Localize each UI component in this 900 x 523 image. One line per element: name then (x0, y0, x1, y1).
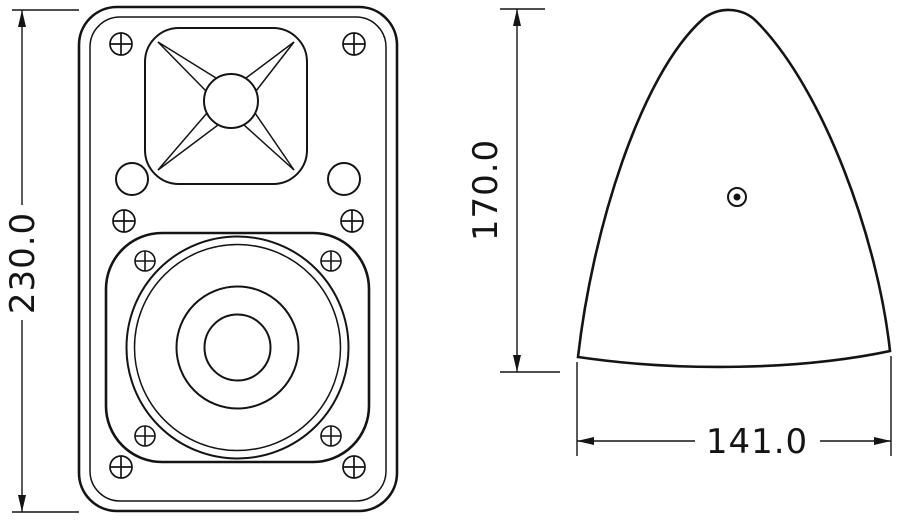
side-height-label: 170.0 (466, 139, 506, 241)
screw-icon (112, 209, 136, 233)
cabinet-outer-edge (77, 5, 399, 513)
screw-icon (342, 32, 366, 56)
port-hole-left (115, 162, 149, 196)
port-hole-right (327, 162, 361, 196)
screw-icon (134, 425, 156, 447)
screw-icon (109, 455, 133, 479)
woofer-dust-cap (203, 313, 272, 382)
woofer-surround-inner (133, 243, 342, 452)
front-view: 230.0 (3, 5, 399, 513)
dimension-side-width: 141.0 (576, 356, 892, 462)
dimension-front-height: 230.0 (3, 9, 79, 513)
tweeter-dome (203, 73, 259, 129)
enclosure-profile (576, 8, 892, 369)
woofer-cone-edge (175, 285, 300, 410)
woofer-surround-outer (125, 235, 350, 460)
tweeter-flare-lines (157, 41, 295, 171)
screw-icon (342, 455, 366, 479)
mount-hole (727, 187, 747, 207)
screw-icon (109, 32, 133, 56)
front-height-label: 230.0 (3, 212, 43, 314)
screw-icon (320, 425, 342, 447)
woofer (104, 231, 371, 464)
screw-icon (320, 250, 342, 272)
screw-icon (340, 209, 364, 233)
side-width-label: 141.0 (706, 422, 808, 462)
screw-icon (134, 250, 156, 272)
dimension-side-height: 170.0 (466, 8, 560, 373)
cabinet-inner-edge (89, 16, 387, 502)
side-view: 170.0 141.0 (466, 8, 892, 462)
tweeter-horn (144, 27, 308, 185)
